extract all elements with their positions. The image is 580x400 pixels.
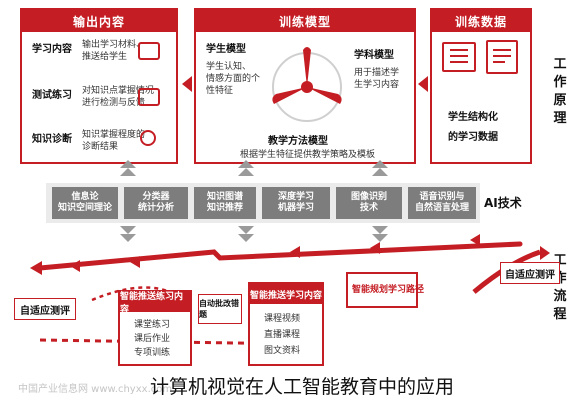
flow-learning-path: 智能规划学习路径	[346, 272, 424, 308]
figure-caption: 计算机视觉在人工智能教育中的应用	[150, 376, 455, 398]
flow-push-practice-item-3: 专项训练	[134, 348, 171, 358]
ai-tech-6-line-1: 信息论	[71, 192, 99, 202]
ai-tech-5-line-2: 统计分析	[137, 203, 174, 213]
ai-tech-4-line-1: 知识图谱	[206, 192, 243, 202]
flow-push-practice: 智能推送练习内容 课堂练习 课后作业 专项训练	[118, 290, 192, 366]
ai-tech-1: 语音识别与 自然语言处理	[408, 187, 476, 219]
training-data-line-2: 的学习数据	[448, 132, 498, 143]
student-model-title: 学生模型	[206, 44, 246, 55]
document-icon	[486, 40, 518, 74]
output-item-3-desc-2: 诊断结果	[82, 142, 119, 152]
output-item-1-desc-1: 输出学习材料、	[82, 40, 146, 50]
training-data-line-1: 学生结构化	[448, 112, 498, 123]
flow-adaptive-test-end: 自适应测评	[14, 298, 76, 320]
flow-push-content-item-1: 课程视频	[264, 314, 301, 324]
test-paper-icon	[138, 88, 160, 106]
flow-push-practice-item-1: 课堂练习	[134, 320, 171, 330]
flow-push-content-title: 智能推送学习内容	[250, 284, 322, 304]
teaching-method-line: 根据学生特征提供教学策略及模板	[240, 150, 376, 160]
training-data-panel: 训练数据 学生结构化 的学习数据	[430, 8, 532, 164]
flow-push-practice-title: 智能推送练习内容	[120, 292, 190, 315]
ai-tech-1-line-2: 自然语言处理	[414, 203, 469, 213]
flow-auto-correct: 自动批改错题	[198, 294, 242, 324]
output-content-title: 输出内容	[22, 10, 176, 32]
output-item-2-desc-1: 对知识点掌握情况	[82, 86, 155, 96]
ai-tech-4-line-2: 知识推荐	[206, 203, 243, 213]
output-item-2-desc-2: 进行检测与反馈	[82, 98, 146, 108]
subject-model-title: 学科模型	[354, 50, 394, 61]
student-model-line-2: 情感方面的个	[206, 74, 261, 84]
subject-model-line-1: 用于描述学	[354, 68, 400, 78]
chevron-left-icon	[418, 76, 428, 92]
output-item-3-desc-1: 知识掌握程度的	[82, 130, 146, 140]
propeller-icon	[272, 47, 342, 122]
flow-push-content-item-2: 直播课程	[264, 330, 301, 340]
student-model-line-3: 性特征	[206, 86, 234, 96]
watermark: 中国产业信息网 www.chyxx.com	[18, 384, 173, 395]
training-model-panel: 训练模型 学生模型 学生认知、 情感方面的个 性特征 学科模型 用于描述学 生学…	[194, 8, 416, 164]
book-icon	[138, 42, 160, 60]
ai-tech-2-line-2: 技术	[359, 203, 378, 213]
output-item-2-label: 测试练习	[32, 90, 72, 101]
subject-model-line-2: 生学习内容	[354, 80, 400, 90]
training-data-title: 训练数据	[432, 10, 530, 32]
side-label-principle: 工作原理	[553, 57, 567, 126]
ai-tech-2-line-1: 图像识别	[350, 192, 387, 202]
ai-tech-6: 信息论 知识空间理论	[52, 187, 118, 219]
ai-tech-3-line-1: 深度学习	[277, 192, 314, 202]
ai-tech-6-line-2: 知识空间理论	[57, 203, 112, 213]
flow-push-content-item-3: 图文资料	[264, 346, 301, 356]
flow-learning-path-label: 智能规划学习路径	[352, 285, 425, 295]
training-model-title: 训练模型	[196, 10, 414, 32]
ai-tech-1-line-1: 语音识别与	[419, 192, 465, 202]
magnifier-icon	[140, 130, 156, 146]
ai-tech-5-line-1: 分类器	[142, 192, 170, 202]
flow-adaptive-test-start: 自适应测评	[500, 262, 560, 284]
ai-tech-3-line-2: 机器学习	[277, 203, 314, 213]
output-item-1-label: 学习内容	[32, 44, 72, 55]
flow-push-content: 智能推送学习内容 课程视频 直播课程 图文资料	[248, 282, 324, 366]
output-item-1-desc-2: 推送给学生	[82, 52, 128, 62]
student-model-line-1: 学生认知、	[206, 62, 252, 72]
ai-tech-3: 深度学习 机器学习	[262, 187, 330, 219]
ai-tech-2: 图像识别 技术	[336, 187, 402, 219]
ai-tech-5: 分类器 统计分析	[124, 187, 188, 219]
output-content-panel: 输出内容 输出学习材料、 推送给学生 学习内容 对知识点掌握情况 进行检测与反馈…	[20, 8, 178, 164]
ai-tech-4: 知识图谱 知识推荐	[194, 187, 256, 219]
data-table-icon	[442, 42, 476, 72]
chevron-left-icon	[182, 76, 192, 92]
flow-push-practice-item-2: 课后作业	[134, 334, 171, 344]
output-item-3-label: 知识诊断	[32, 134, 72, 145]
teaching-method-title: 教学方法模型	[268, 136, 328, 147]
ai-tech-label: AI技术	[484, 196, 522, 210]
